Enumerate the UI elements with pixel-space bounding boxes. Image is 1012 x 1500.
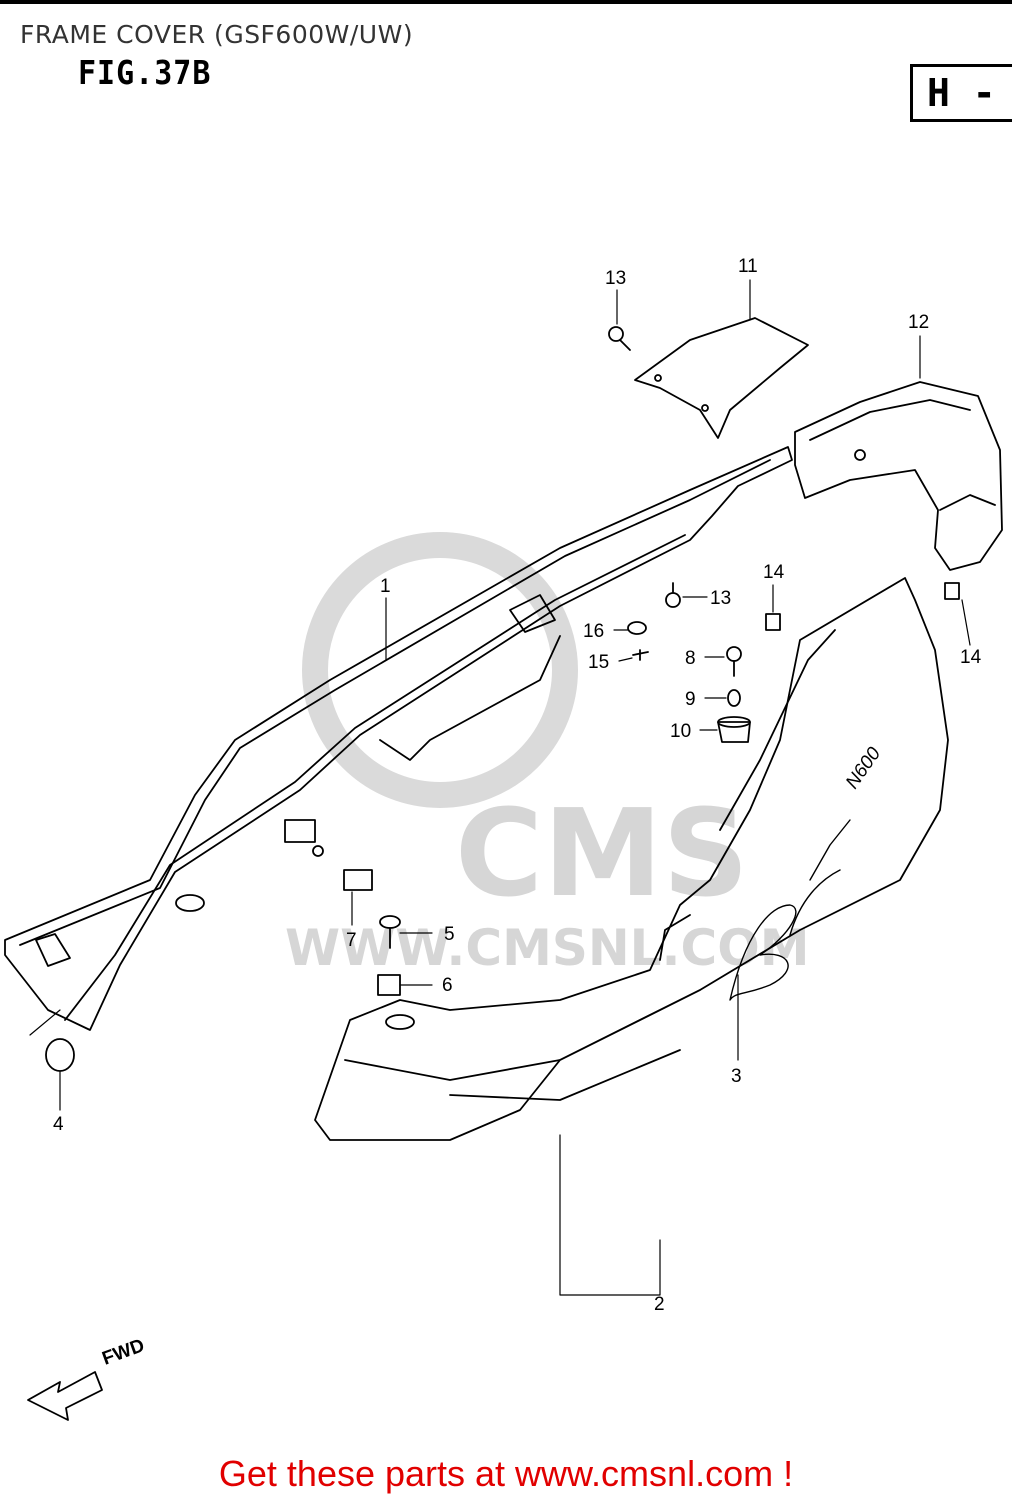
callout-5: 5 [444,924,455,945]
part-10-grommet [717,721,751,743]
section-code-box: H - [910,64,1012,122]
callout-2: 2 [654,1294,665,1315]
section-code: H - [927,71,996,115]
part-9-collar [727,689,741,707]
callout-10: 10 [670,721,691,742]
callout-7: 7 [346,930,357,951]
callout-11: 11 [738,256,758,277]
callout-8: 8 [685,648,696,669]
part-14-nut-left [765,613,781,631]
watermark-url: WWW.CMSNL.COM [285,919,810,977]
part-14-nut-right [944,582,960,600]
part-15-screw [632,649,649,661]
leader-lines [29,279,971,1296]
part-13-bolt-top [608,326,624,342]
callout-6: 6 [442,975,453,996]
watermark-logo [302,532,578,808]
part-8-bolt [726,646,742,662]
callout-16: 16 [583,621,604,642]
callout-3: 3 [731,1066,742,1087]
watermark: CMS WWW.CMSNL.COM [285,532,810,977]
part-6-cushion [377,974,401,996]
part-11-upper-cover [634,317,809,439]
top-rule [0,0,1012,4]
fasteners [45,326,960,1072]
callout-9: 9 [685,689,696,710]
decal-model: N600 [842,743,886,793]
fwd-arrow [27,1371,103,1421]
callout-13-top: 13 [605,268,626,289]
footer-parts-link[interactable]: Get these parts at www.cmsnl.com ! [218,1453,794,1494]
callout-15: 15 [588,652,609,673]
page-title: FRAME COVER (GSF600W/UW) [20,20,414,49]
exploded-parts-diagram: CMS WWW.CMSNL.COM [4,256,1003,1421]
callout-1: 1 [380,576,391,597]
callout-14-left: 14 [763,562,785,583]
part-13-bolt-mid [665,592,681,608]
decal-script [729,819,851,1001]
fwd-label: FWD [100,1335,148,1370]
callout-14-right: 14 [960,647,982,668]
part-7-cushion [343,869,373,891]
part-1-frame-rail [4,446,793,1031]
part-16-washer [627,621,647,635]
watermark-brand: CMS [455,785,749,924]
callout-4: 4 [53,1114,64,1135]
figure-label: FIG.37B [78,54,212,93]
part-4-grommet [45,1038,75,1072]
part-2-3-side-cover [314,577,949,1141]
part-12-tail-cowl [794,381,1003,571]
callout-12: 12 [908,312,929,333]
callout-13-mid: 13 [710,588,731,609]
